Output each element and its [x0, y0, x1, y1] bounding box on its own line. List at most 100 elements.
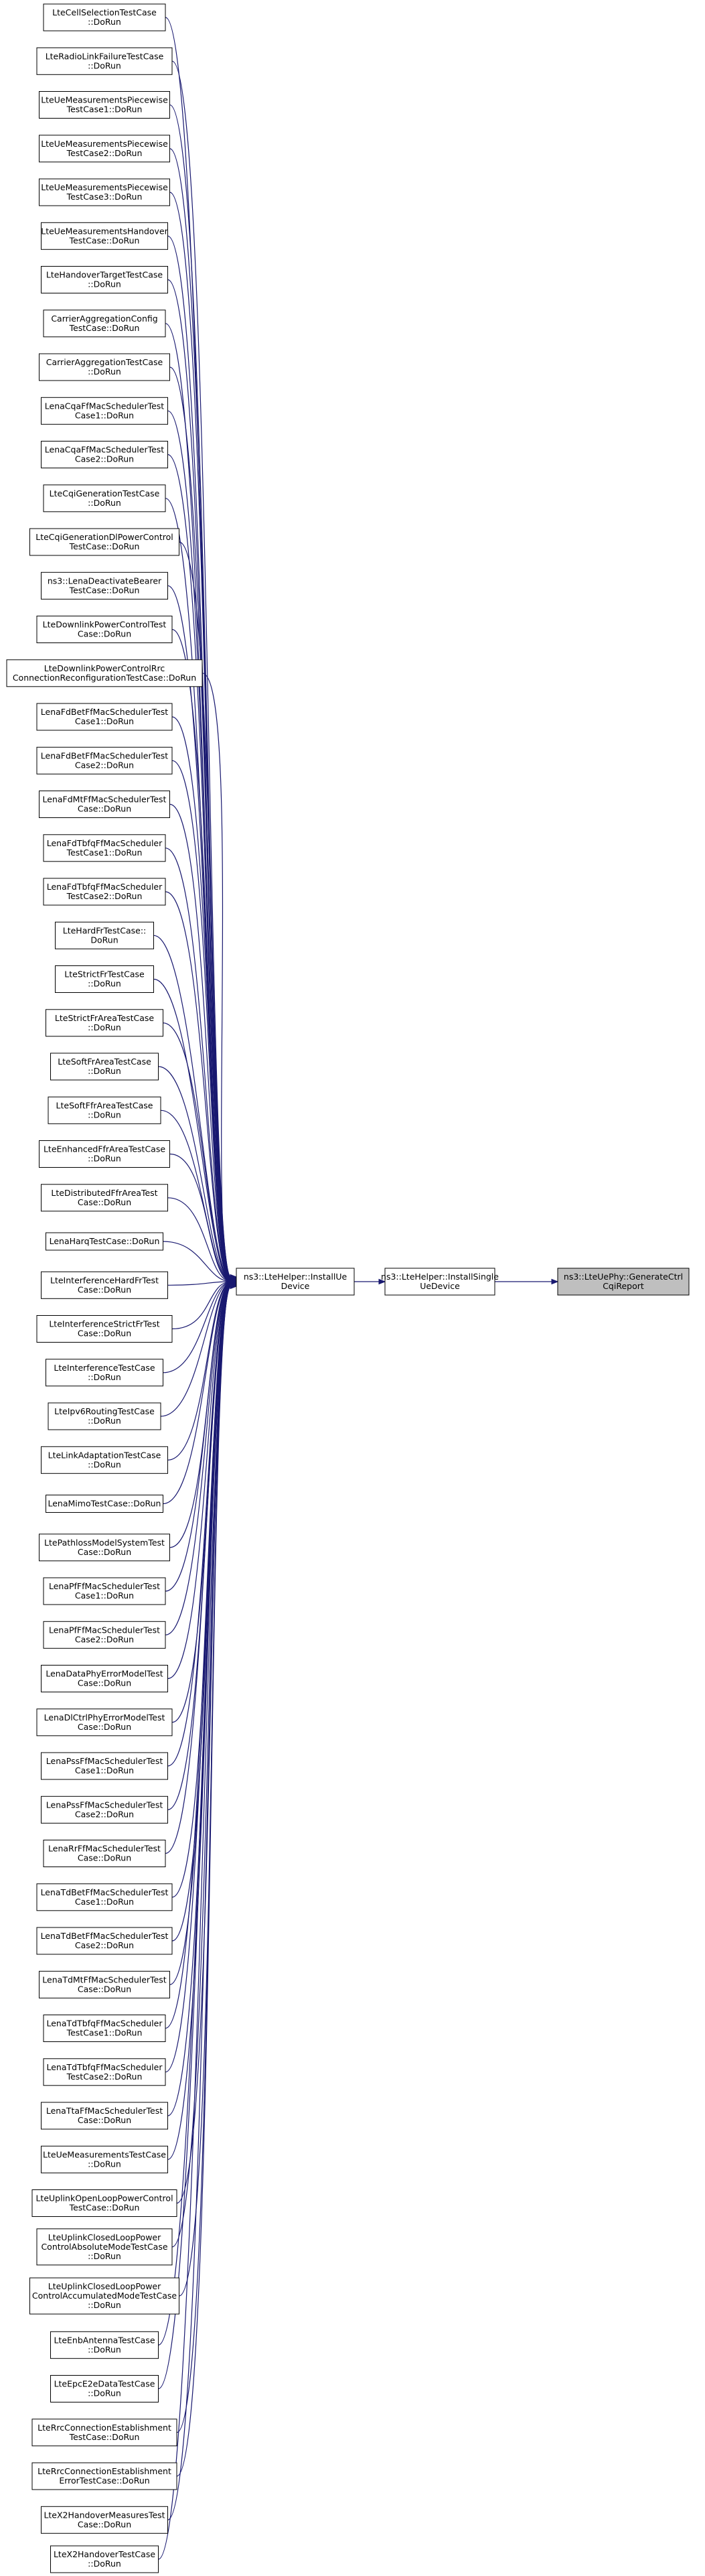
caller-node-34-box — [41, 1446, 168, 1474]
caller-node-29-label: LenaHarqTestCase::DoRun — [50, 1236, 160, 1246]
caller-node-33[interactable]: LteIpv6RoutingTestCase::DoRun — [48, 1402, 161, 1430]
caller-node-37-label: LenaPfFfMacSchedulerTest — [49, 1581, 160, 1591]
caller-node-12[interactable]: LteCqiGenerationTestCase::DoRun — [43, 484, 166, 513]
caller-node-56[interactable]: LteRrcConnectionEstablishmentTestCase::D… — [31, 2419, 177, 2447]
caller-node-28-box — [41, 1184, 168, 1212]
caller-node-31-box — [36, 1315, 173, 1343]
edge-caller-22-to-install-ue — [153, 935, 232, 1281]
install-ue-device-node-label: ns3::LteHelper::InstallUe — [244, 1272, 347, 1282]
caller-node-40-box — [36, 1708, 173, 1737]
caller-node-34[interactable]: LteLinkAdaptationTestCase::DoRun — [41, 1446, 168, 1474]
caller-node-2[interactable]: LteRadioLinkFailureTestCase::DoRun — [36, 47, 173, 75]
caller-node-25[interactable]: LteSoftFrAreaTestCase::DoRun — [50, 1053, 159, 1081]
caller-node-1[interactable]: LteCellSelectionTestCase::DoRun — [43, 3, 166, 31]
caller-node-54-box — [50, 2331, 159, 2359]
caller-node-24[interactable]: LteStrictFrAreaTestCase::DoRun — [46, 1009, 163, 1037]
caller-node-14-label: TestCase::DoRun — [69, 585, 140, 595]
caller-node-49-label: Case::DoRun — [78, 2115, 131, 2125]
caller-node-2-label: LteRadioLinkFailureTestCase — [46, 51, 164, 61]
caller-node-38-label: LenaPfFfMacSchedulerTest — [49, 1625, 160, 1635]
caller-node-7[interactable]: LteHandoverTargetTestCase::DoRun — [41, 266, 168, 293]
caller-node-57-label: ErrorTestCase::DoRun — [59, 2476, 149, 2486]
caller-node-39-label: Case::DoRun — [78, 1678, 131, 1688]
caller-node-28-label: Case::DoRun — [78, 1197, 131, 1207]
caller-node-11-label: LenaCqaFfMacSchedulerTest — [45, 445, 165, 455]
caller-node-13[interactable]: LteCqiGenerationDlPowerControlTestCase::… — [29, 528, 179, 556]
caller-node-59-box — [50, 2545, 159, 2573]
caller-node-33-label: ::DoRun — [88, 1416, 121, 1426]
caller-node-23[interactable]: LteStrictFrTestCase::DoRun — [55, 965, 154, 993]
edge-caller-30-to-install-ue — [167, 1281, 232, 1286]
caller-node-34-label: ::DoRun — [88, 1459, 121, 1469]
caller-node-51[interactable]: LteUplinkOpenLoopPowerControlTestCase::D… — [31, 2189, 177, 2217]
caller-node-26-label: ::DoRun — [88, 1109, 121, 1120]
caller-node-9-label: ::DoRun — [88, 366, 121, 377]
caller-node-9[interactable]: CarrierAggregationTestCase::DoRun — [39, 353, 170, 381]
caller-node-42-box — [41, 1795, 168, 1824]
caller-node-35[interactable]: LenaMimoTestCase::DoRun — [46, 1495, 163, 1513]
caller-node-4[interactable]: LteUeMeasurementsPiecewiseTestCase2::DoR… — [39, 135, 170, 163]
caller-node-29[interactable]: LenaHarqTestCase::DoRun — [46, 1232, 163, 1251]
caller-node-5-label: LteUeMeasurementsPiecewise — [41, 182, 168, 192]
caller-node-55[interactable]: LteEpcE2eDataTestCase::DoRun — [50, 2375, 159, 2402]
caller-node-2-label: ::DoRun — [88, 60, 121, 70]
caller-node-54[interactable]: LteEnbAntennaTestCase::DoRun — [50, 2331, 159, 2359]
caller-node-51-label: TestCase::DoRun — [69, 2203, 140, 2213]
caller-node-53[interactable]: LteUplinkClosedLoopPowerControlAccumulat… — [29, 2277, 179, 2315]
caller-node-57[interactable]: LteRrcConnectionEstablishmentErrorTestCa… — [31, 2462, 177, 2490]
caller-node-5[interactable]: LteUeMeasurementsPiecewiseTestCase3::DoR… — [39, 178, 170, 206]
edge-caller-53-to-install-ue — [179, 1285, 232, 2297]
caller-node-22[interactable]: LteHardFrTestCase::DoRun — [55, 921, 154, 949]
caller-node-3[interactable]: LteUeMeasurementsPiecewiseTestCase1::DoR… — [39, 91, 170, 119]
caller-node-23-box — [55, 965, 154, 993]
caller-node-52[interactable]: LteUplinkClosedLoopPowerControlAbsoluteM… — [36, 2228, 173, 2266]
caller-node-50[interactable]: LteUeMeasurementsTestCase::DoRun — [41, 2145, 168, 2173]
caller-node-16[interactable]: LteDownlinkPowerControlRrcConnectionReco… — [6, 659, 203, 687]
caller-node-27[interactable]: LteEnhancedFfrAreaTestCase::DoRun — [39, 1140, 170, 1168]
caller-node-6-box — [41, 222, 168, 250]
edge-caller-50-to-install-ue — [167, 1284, 232, 2160]
caller-node-32[interactable]: LteInterferenceTestCase::DoRun — [46, 1359, 163, 1387]
caller-node-26[interactable]: LteSoftFfrAreaTestCase::DoRun — [48, 1096, 161, 1124]
caller-node-45-box — [36, 1927, 173, 1955]
caller-node-4-box — [39, 135, 170, 163]
caller-node-15-box — [36, 616, 173, 643]
caller-node-59[interactable]: LteX2HandoverTestCase::DoRun — [50, 2545, 159, 2573]
caller-node-17-label: LenaFdBetFfMacSchedulerTest — [41, 707, 169, 717]
caller-node-48-label: LenaTdTbfqFfMacScheduler — [47, 2062, 163, 2072]
edge-caller-19-to-install-ue — [169, 803, 232, 1280]
caller-node-16-label: LteDownlinkPowerControlRrc — [44, 663, 165, 673]
